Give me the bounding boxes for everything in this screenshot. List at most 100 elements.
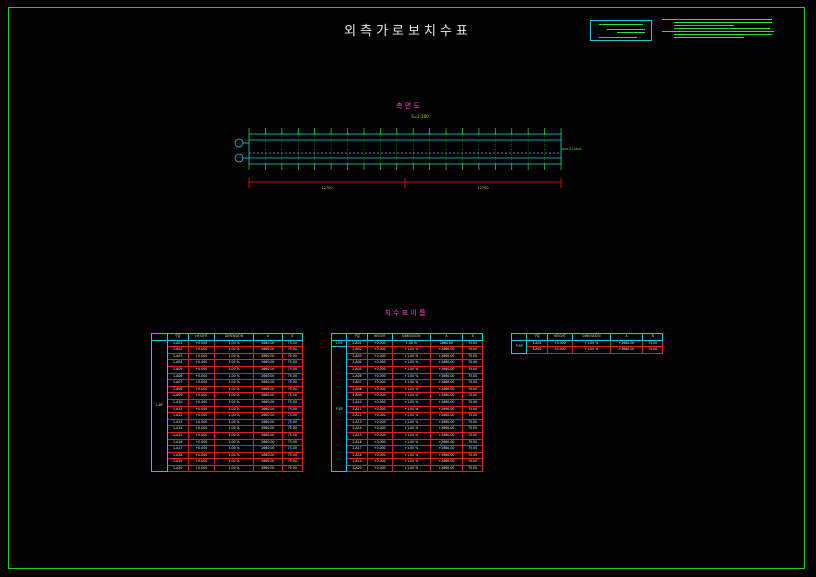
group-label: L-BP [151, 339, 168, 473]
table-cell: 1.00 % [392, 339, 431, 348]
table-cell: +1.00 % [392, 451, 431, 460]
table-cell: +0.000 [366, 352, 394, 361]
table-header-cell: 구분 [166, 333, 189, 341]
table-cell: +0.000 [187, 405, 216, 414]
table-cell: +1.00 % [392, 431, 431, 440]
table-cell: +2660.00 [429, 352, 464, 361]
table-cell: 75.00 [281, 372, 304, 381]
table-cell: +0.000 [187, 412, 216, 420]
table-cell: 2660.00 [253, 339, 283, 348]
table-cell: 2-A14 [346, 425, 368, 433]
table-cell: 2660.00 [253, 365, 283, 374]
table-cell: +2660.00 [429, 392, 464, 400]
table-cell: 1.00 % [214, 451, 255, 460]
table-cell: 75.00 [281, 379, 304, 387]
table-cell: +1.00 % [392, 352, 431, 361]
table-cell: +1.00 % [392, 412, 431, 420]
table-cell: +0.000 [187, 438, 216, 447]
table-cell: 1-A06 [166, 372, 189, 381]
table-cell: 2-A12 [346, 412, 368, 420]
table-cell: +1.00 % [392, 464, 431, 473]
table-cell: +1.00 % [392, 346, 431, 354]
table-cell: 2-A03 [346, 352, 368, 361]
table-cell: 2-A15 [346, 431, 368, 440]
table-cell: +1.00 % [392, 365, 431, 374]
table-cell: 2-A20 [346, 464, 368, 473]
table-cell: +1.00 % [392, 418, 431, 427]
table-cell: 75.00 [462, 412, 483, 420]
table-cell: +0.000 [366, 431, 394, 440]
table-cell: +0.000 [366, 346, 394, 354]
table-cell: 2660.00 [253, 392, 283, 400]
table-cell: +0.000 [187, 352, 216, 361]
table-cell: 75.00 [281, 346, 304, 354]
table-cell: +0.000 [187, 451, 216, 460]
table-cell: 75.00 [281, 425, 304, 433]
table-cell: +1.00 % [392, 425, 431, 433]
table-cell: 75.00 [462, 425, 483, 433]
table-cell: 75.00 [642, 346, 663, 354]
table-cell: 1.00 % [214, 418, 255, 427]
table-cell: +2660.00 [429, 412, 464, 420]
table-cell: 2660.00 [253, 352, 283, 361]
table-cell: +1.00 % [392, 438, 431, 447]
table-cell: +2660.00 [429, 418, 464, 427]
table-header-cell: 구분 [346, 333, 368, 341]
table-cell: 75.00 [462, 346, 483, 354]
table-header-cell: 구분 [526, 333, 548, 341]
table-cell: 2-A16 [346, 438, 368, 447]
table-cell: +1.00 % [392, 398, 431, 407]
table-cell: +2660.00 [429, 458, 464, 466]
table-header-cell: DIMENSION [572, 333, 611, 341]
table-cell: +0.000 [187, 398, 216, 407]
table-cell: 2-A10 [346, 398, 368, 407]
table-cell: 75.00 [281, 385, 304, 394]
table-header-cell: A [253, 333, 283, 341]
table-cell: 2660.00 [253, 418, 283, 427]
table-cell: +2660.00 [429, 445, 464, 453]
table-cell: +2660.00 [429, 405, 464, 414]
table-cell: 2-A19 [346, 458, 368, 466]
table-cell: 1-A04 [166, 359, 189, 367]
table-cell: +2660.00 [429, 451, 464, 460]
abutment-tag: A2abut [569, 147, 582, 151]
table-cell: 2660.00 [253, 346, 283, 354]
drawing-frame [8, 7, 805, 569]
table-cell: 75.00 [281, 458, 304, 466]
table-cell: +0.000 [187, 385, 216, 394]
table-cell: 75.00 [462, 398, 483, 407]
table-cell: 1-A13 [166, 418, 189, 427]
group-label: P-BP [510, 339, 528, 354]
table-cell: 1-A10 [166, 398, 189, 407]
table-cell: 1.00 % [214, 464, 255, 473]
table-cell: +0.000 [187, 425, 216, 433]
table-cell: +0.000 [366, 451, 394, 460]
table-cell: +1.00 % [392, 359, 431, 367]
table-cell: 2660.00 [253, 445, 283, 453]
table-cell: 75.00 [462, 418, 483, 427]
table-cell: 75.00 [462, 339, 483, 348]
table-cell: 1.00 % [214, 458, 255, 466]
table-cell: +0.000 [366, 445, 394, 453]
table-cell: 1-A08 [166, 385, 189, 394]
table-cell: +1.00 % [572, 346, 611, 354]
table-cell: 75.00 [281, 365, 304, 374]
table-cell: 2660.00 [253, 451, 283, 460]
table-header-cell: A [609, 333, 644, 341]
plan-scale: S=1:100 [411, 114, 429, 119]
table-cell: 2-A07 [346, 379, 368, 387]
table-cell: +1.00 % [392, 458, 431, 466]
table-cell: 1.00 % [214, 365, 255, 374]
plan-view-label: 측 면 도 [396, 102, 420, 110]
